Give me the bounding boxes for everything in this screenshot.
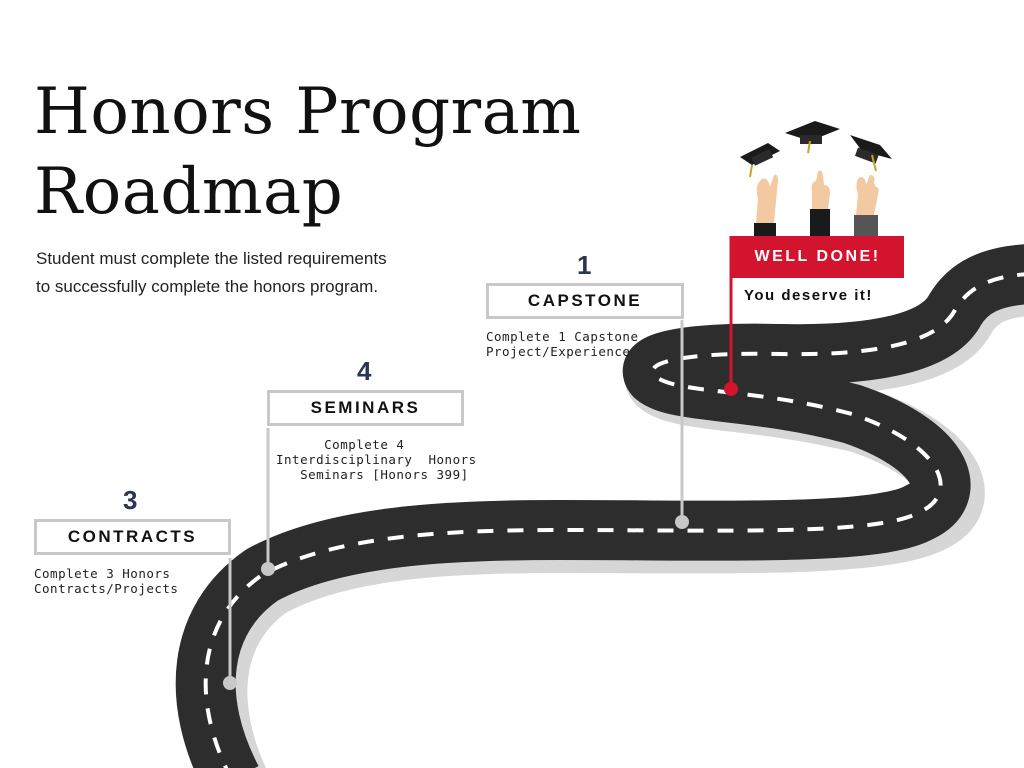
finish-message: You deserve it! [744,287,873,304]
road-lane-markings [203,272,1024,768]
raised-hand-icon [854,175,879,237]
capstone-number: 1 [577,250,592,280]
graduation-cap-icon [785,121,840,154]
contracts-pin-dot [223,676,237,690]
raised-hand-icon [754,174,778,237]
seminars-number: 4 [357,356,372,386]
contracts-number: 3 [123,485,138,515]
subtitle-line-1: Student must complete the listed require… [36,249,387,268]
contracts-description: Complete 3 Honors Contracts/Projects [34,566,179,596]
subtitle-line-2: to successfully complete the honors prog… [36,277,379,296]
flag-pin-dot [724,382,738,396]
capstone-pin-dot [675,515,689,529]
seminars-pin-dot [261,562,275,576]
seminars-label-box: SEMINARS [267,390,464,426]
page-title-line-1: Honors Program [34,75,582,149]
graduation-cap-icon [740,143,780,178]
well-done-flag: WELL DONE! [731,236,904,278]
page-title-line-2: Roadmap [34,155,344,229]
contracts-label-box: CONTRACTS [34,519,231,555]
celebration-illustration [740,121,892,237]
capstone-label-box: CAPSTONE [486,283,684,319]
seminars-description: Complete 4 Interdisciplinary Honors Semi… [276,437,477,482]
graduation-cap-icon [850,135,892,172]
raised-hand-icon [810,170,830,237]
capstone-description: Complete 1 Capstone Project/Experience [486,329,639,359]
